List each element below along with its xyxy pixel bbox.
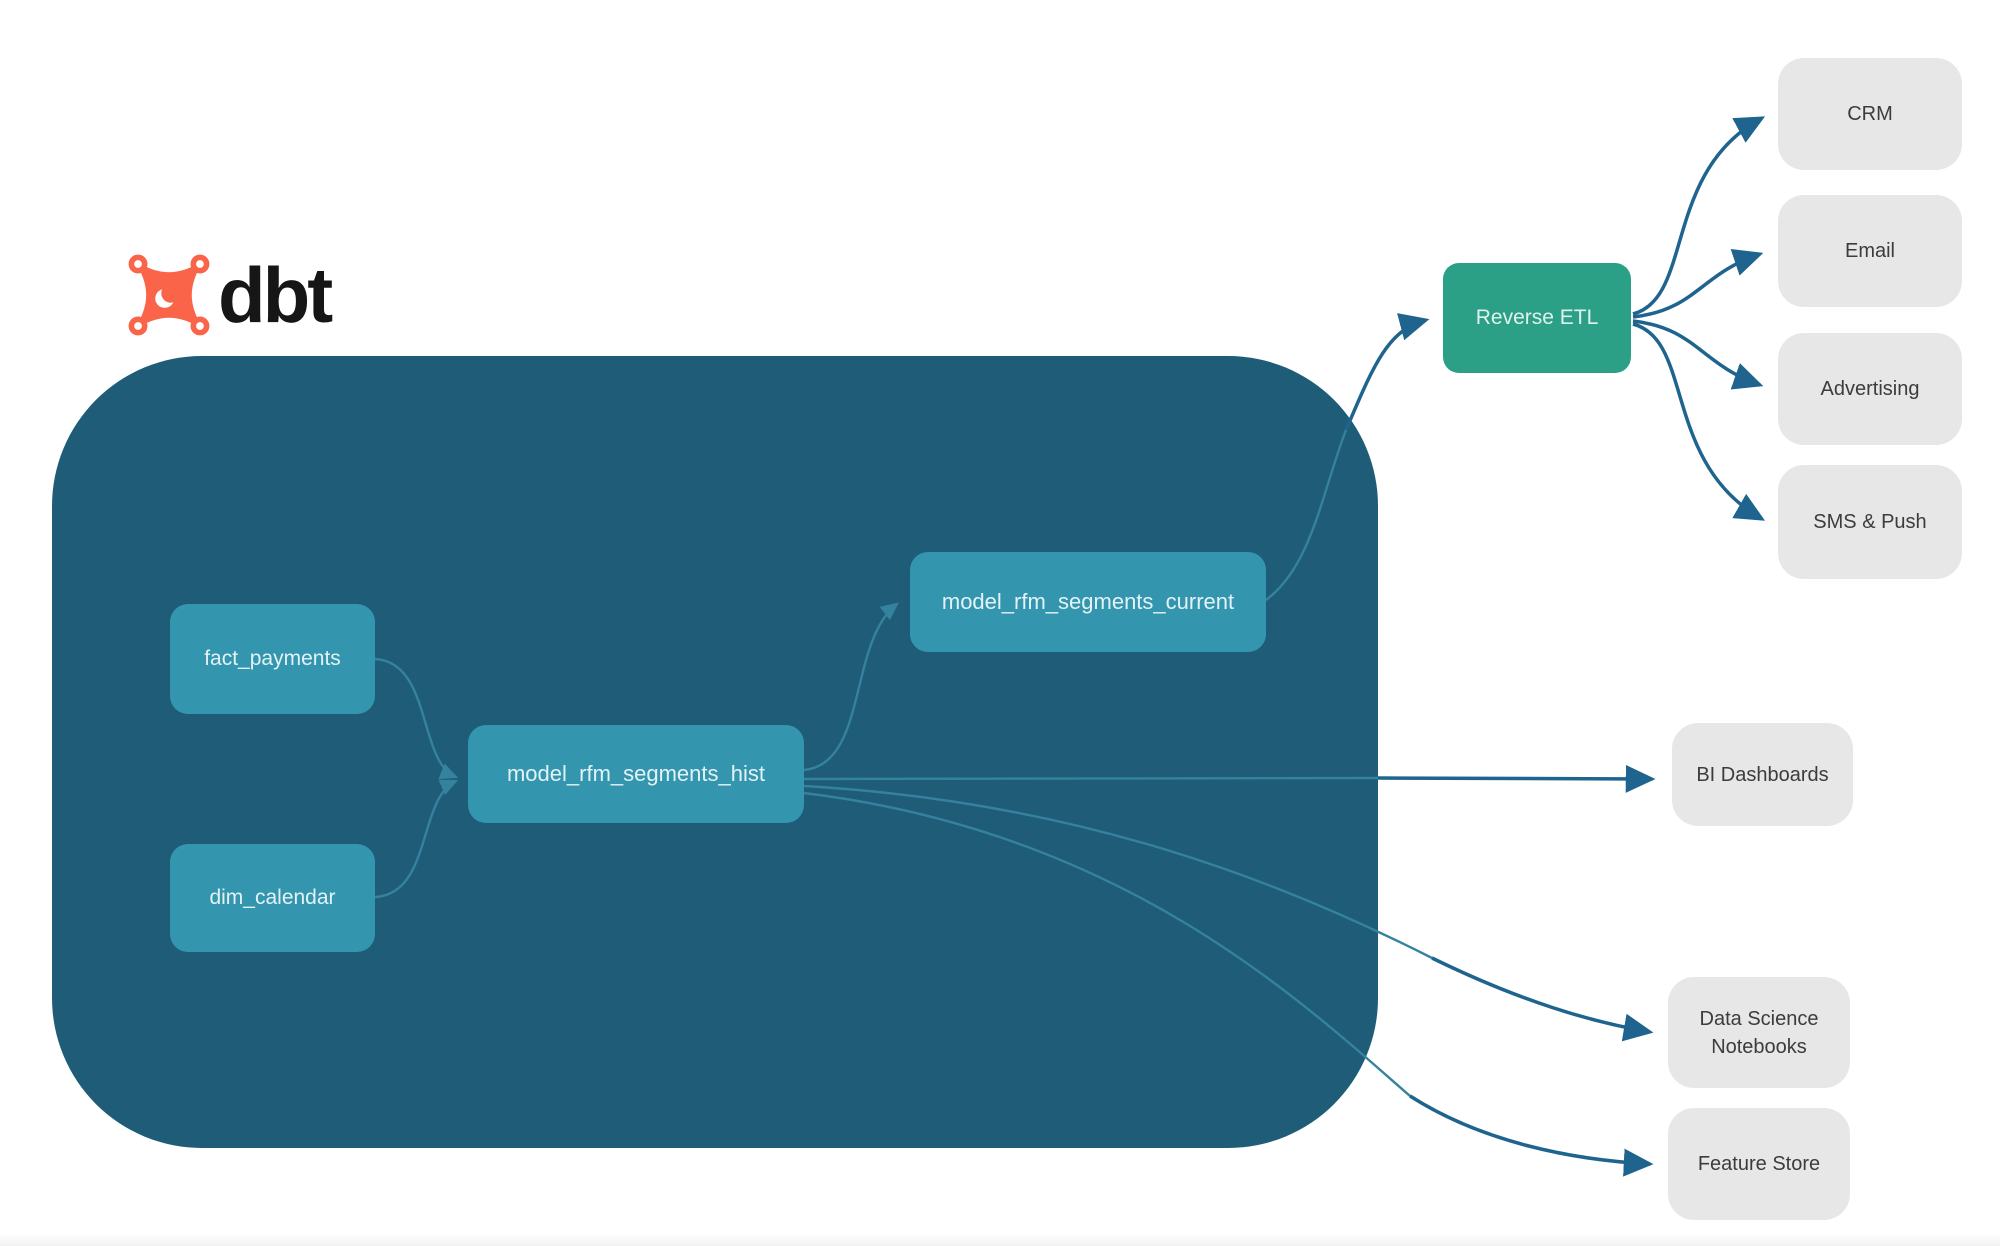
dbt-wordmark: dbt (218, 251, 333, 339)
node-dim-calendar: dim_calendar (170, 844, 375, 952)
node-sms-push-label: SMS & Push (1813, 511, 1927, 533)
node-advertising-label: Advertising (1820, 378, 1920, 400)
node-data-science-notebooks: Data Science Notebooks (1668, 977, 1850, 1088)
node-model-rfm-segments-current-label: model_rfm_segments_current (941, 589, 1235, 614)
edge-hist-to-bi-dashboards (1377, 764, 1656, 793)
node-fact-payments-label: fact_payments (204, 647, 341, 670)
node-crm: CRM (1778, 58, 1962, 170)
node-fact-payments: fact_payments (170, 604, 375, 714)
node-advertising: Advertising (1778, 333, 1962, 445)
dbt-brand: dbt (126, 251, 333, 339)
node-reverse-etl: Reverse ETL (1443, 263, 1631, 373)
node-reverse-etl-label: Reverse ETL (1475, 306, 1599, 329)
edge-reverse-etl-to-advertising (1632, 319, 1764, 390)
dbt-logo-icon (128, 254, 210, 336)
node-dim-calendar-label: dim_calendar (209, 886, 336, 909)
node-bi-dashboards: BI Dashboards (1672, 723, 1853, 826)
node-email-label: Email (1844, 240, 1895, 262)
edge-hist-to-feature-store (1409, 1094, 1654, 1177)
node-data-science-notebooks-label: Data Science Notebooks (1699, 1007, 1819, 1058)
edge-reverse-etl-to-email (1632, 249, 1764, 319)
bottom-shadow (0, 1234, 2000, 1246)
node-crm-label: CRM (1847, 103, 1893, 125)
node-feature-store-label: Feature Store (1697, 1153, 1821, 1175)
node-sms-push: SMS & Push (1778, 465, 1962, 579)
edge-reverse-etl-to-crm (1632, 116, 1766, 316)
node-model-rfm-segments-hist: model_rfm_segments_hist (468, 725, 804, 823)
edge-hist-to-data-science-notebooks (1431, 956, 1654, 1042)
node-bi-dashboards-label: BI Dashboards (1696, 763, 1829, 786)
node-model-rfm-segments-hist-label: model_rfm_segments_hist (506, 761, 765, 786)
edge-current-to-reverse-etl (1344, 313, 1430, 431)
node-email: Email (1778, 195, 1962, 307)
edge-reverse-etl-to-sms-push (1632, 322, 1766, 521)
node-feature-store: Feature Store (1668, 1108, 1850, 1220)
node-model-rfm-segments-current: model_rfm_segments_current (910, 552, 1266, 652)
